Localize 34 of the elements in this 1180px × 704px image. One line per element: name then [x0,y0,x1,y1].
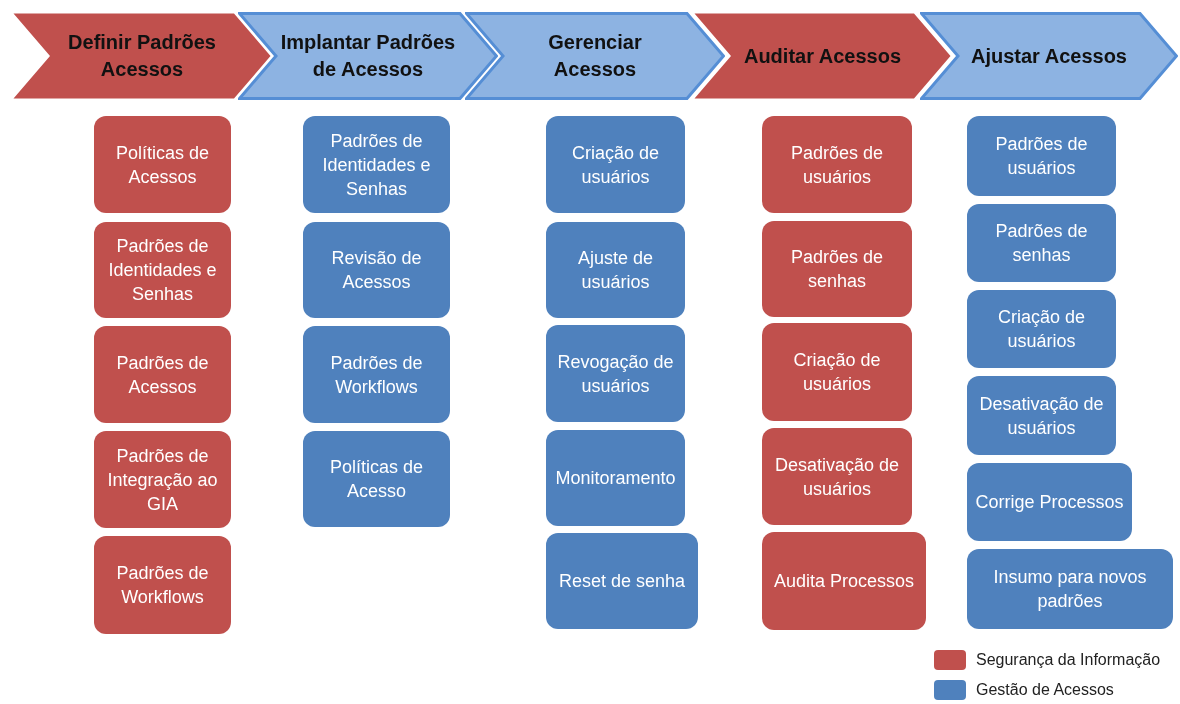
legend-text: Gestão de Acessos [976,681,1114,699]
step-title: Definir Padrões Acessos [67,30,217,82]
activity-box: Audita Processos [762,532,926,630]
step-title: Auditar Acessos [743,43,902,69]
activity-box: Padrões de Identidades e Senhas [303,116,450,213]
chevron-step [920,12,1178,100]
activity-box: Padrões de senhas [762,221,912,317]
activity-box: Revogação de usuários [546,325,685,422]
step-title: Implantar Padrões de Acessos [280,30,456,82]
activity-box: Padrões de usuários [762,116,912,213]
activity-box: Padrões de usuários [967,116,1116,196]
activity-box: Monitoramento [546,430,685,526]
activity-box: Padrões de Workflows [94,536,231,634]
activity-box: Reset de senha [546,533,698,629]
chevron-step [12,12,272,100]
activity-box: Revisão de Acessos [303,222,450,318]
activity-box: Ajuste de usuários [546,222,685,318]
activity-box: Criação de usuários [967,290,1116,368]
activity-box: Políticas de Acesso [303,431,450,527]
activity-box: Padrões de Integração ao GIA [94,431,231,528]
activity-box: Padrões de Identidades e Senhas [94,222,231,318]
activity-box: Políticas de Acessos [94,116,231,213]
activity-box: Criação de usuários [546,116,685,213]
activity-box: Corrige Processos [967,463,1132,541]
step-title: Ajustar Acessos [971,43,1127,69]
activity-box: Desativação de usuários [762,428,912,525]
activity-box: Padrões de Workflows [303,326,450,423]
activity-box: Criação de usuários [762,323,912,421]
legend-text: Segurança da Informação [976,651,1161,669]
activity-box: Insumo para novos padrões [967,549,1173,629]
activity-box: Padrões de senhas [967,204,1116,282]
chevron-step [693,12,952,100]
activity-box: Padrões de Acessos [94,326,231,423]
activity-box: Desativação de usuários [967,376,1116,455]
